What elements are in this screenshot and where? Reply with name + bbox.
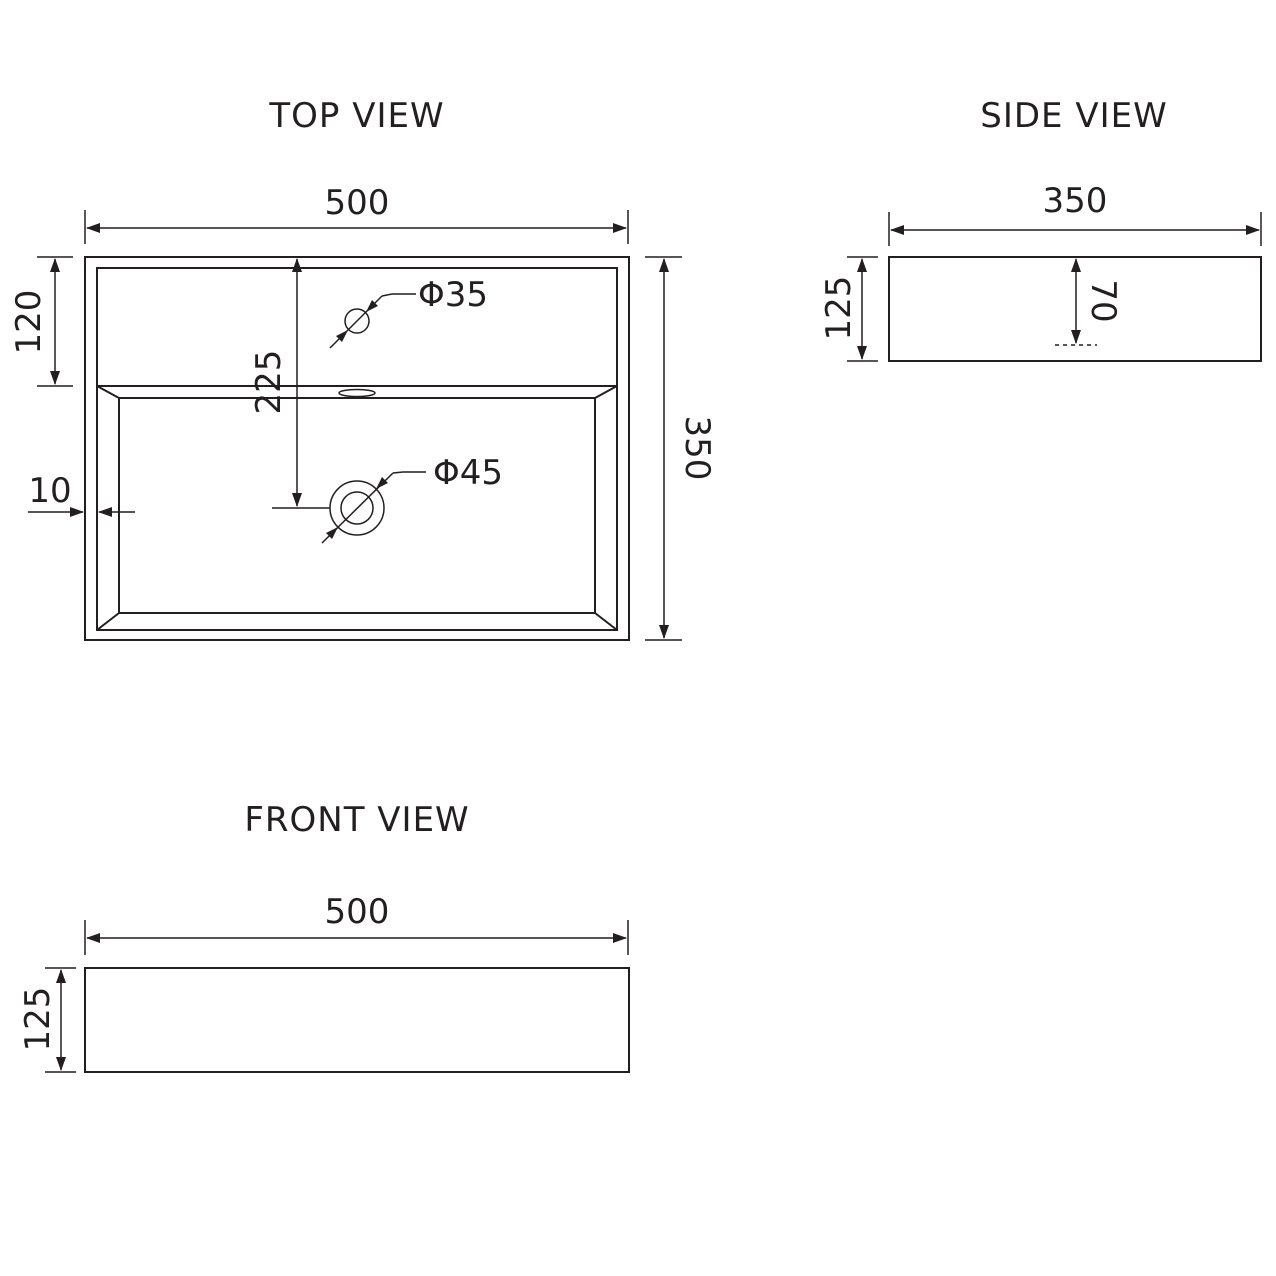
side-outline [888,256,1262,362]
deck-dimension: 120 [9,256,73,387]
top-width-dimension: 500 [84,183,629,244]
front-outline [84,967,630,1073]
bowl-depth-dimension: 70 [1055,258,1123,346]
top-view: TOP VIEW 500 12 [9,96,717,641]
side-width-dimension: 350 [888,181,1262,246]
bowl-inner [118,397,596,614]
tap-hole-icon [344,308,370,334]
side-height-label: 125 [819,276,859,341]
deck-label: 120 [9,290,49,355]
basin-rim [96,267,618,631]
basin-outline [84,256,630,641]
drain-hole: Φ45 [321,453,503,544]
front-view: FRONT VIEW 500 125 [18,800,630,1073]
front-width-dimension: 500 [84,892,629,955]
top-depth-dimension: 350 [645,256,717,641]
drain-offset-label: 225 [249,350,289,415]
top-width-label: 500 [325,183,390,223]
side-height-dimension: 125 [819,256,878,362]
top-depth-label: 350 [677,416,717,481]
wall-label: 10 [28,471,71,511]
tap-hole-label: Φ35 [418,275,488,315]
overflow-slot [338,388,376,398]
wall-dimension: 10 [28,471,135,517]
drain-inner-icon [340,491,374,525]
side-view-title: SIDE VIEW [980,96,1167,136]
side-width-label: 350 [1043,181,1108,221]
bowl-depth-label: 70 [1083,279,1123,322]
top-view-title: TOP VIEW [268,96,444,136]
drain-label: Φ45 [433,453,503,493]
front-width-label: 500 [325,892,390,932]
side-view: SIDE VIEW 350 125 70 [819,96,1262,362]
front-height-label: 125 [18,987,58,1052]
tap-hole: Φ35 [329,275,488,349]
drain-offset-dimension: 225 [249,258,330,509]
drain-outer-icon [329,480,385,536]
front-view-title: FRONT VIEW [244,800,469,840]
front-height-dimension: 125 [18,967,76,1073]
